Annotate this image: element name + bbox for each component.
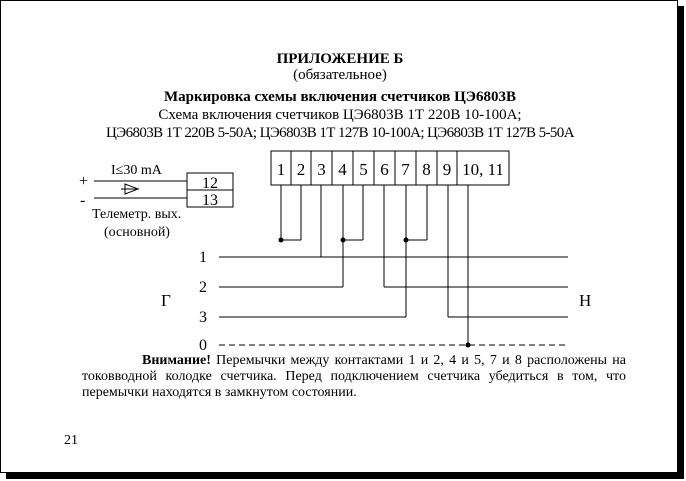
terminal-label: 9 <box>443 160 452 179</box>
section-heading: Маркировка схемы включения счетчиков ЦЭ6… <box>164 89 516 105</box>
page-shadow-right <box>678 6 684 479</box>
terminal-label: 2 <box>297 160 306 179</box>
load-label: Н <box>579 291 591 310</box>
phase-label-0: 0 <box>199 337 207 354</box>
telemetry-output: 12 13 + - I≤30 mA Телеметр. вых. (основн… <box>79 163 234 240</box>
phase-label-1: 1 <box>199 249 207 266</box>
terminal-label: 7 <box>401 160 410 179</box>
terminal-label: 8 <box>422 160 431 179</box>
generator-label: Г <box>161 291 171 310</box>
appendix-subtitle: (обязательное) <box>293 67 387 83</box>
terminal-label: 4 <box>338 160 347 179</box>
appendix-title: ПРИЛОЖЕНИЕ Б <box>276 51 404 67</box>
telemetry-label-main: (основной) <box>104 225 170 240</box>
telemetry-terminal-12: 12 <box>202 175 218 192</box>
terminal-label: 5 <box>359 160 368 179</box>
phase-label-3: 3 <box>199 309 207 326</box>
minus-sign: - <box>80 192 85 209</box>
telemetry-terminal-13: 13 <box>202 192 218 209</box>
page-shadow-bottom <box>6 473 684 479</box>
scheme-caption-line-1: Схема включения счетчиков ЦЭ6803В 1Т 220… <box>158 107 522 123</box>
optocoupler-arrow-icon <box>121 183 140 195</box>
terminal-label: 10, 11 <box>462 160 504 179</box>
document-page: ПРИЛОЖЕНИЕ Б (обязательное) Маркировка с… <box>0 0 678 473</box>
terminal-label: 6 <box>380 160 389 179</box>
terminal-label: 3 <box>317 160 326 179</box>
scheme-caption-line-2: ЦЭ6803В 1Т 220В 5-50А; ЦЭ6803В 1Т 127В 1… <box>106 125 574 141</box>
notice-paragraph: Внимание! Перемычки между контактами 1 и… <box>82 353 626 401</box>
phase-label-2: 2 <box>199 279 207 296</box>
plus-sign: + <box>79 173 88 190</box>
page-number: 21 <box>64 433 78 448</box>
notice-text: Перемычки между контактами 1 и 2, 4 и 5,… <box>82 353 626 400</box>
telemetry-label: Телеметр. вых. <box>92 207 181 222</box>
current-limit-label: I≤30 mA <box>111 163 163 178</box>
notice-bold: Внимание! <box>142 353 211 368</box>
junction-dots <box>278 237 471 348</box>
wires <box>219 185 568 346</box>
terminal-label: 1 <box>277 160 286 179</box>
